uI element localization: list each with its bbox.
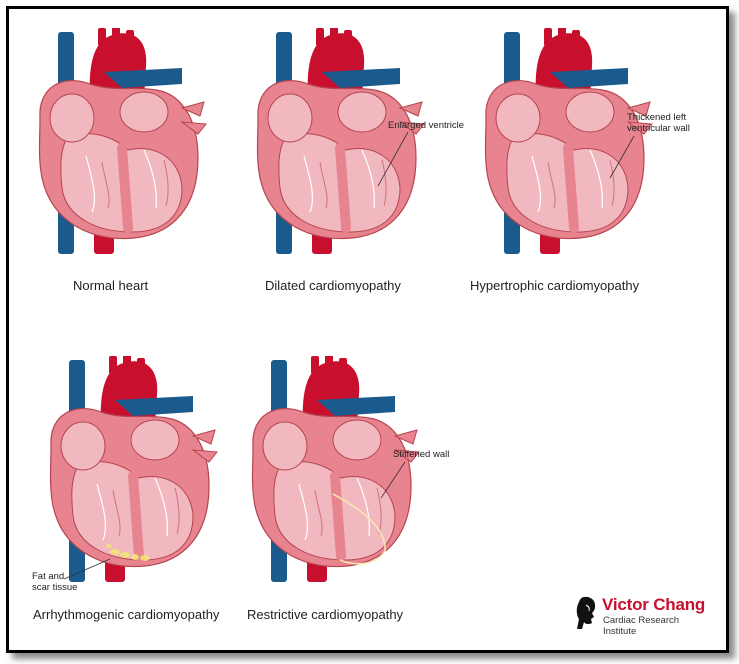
victor-chang-logo: Victor Chang Cardiac Research Institute <box>574 595 714 637</box>
annotation-thickened-line2: ventricular wall <box>627 123 690 134</box>
heart-dilated <box>256 28 425 254</box>
heart-hypertrophic <box>484 28 653 254</box>
heart-arrhythmogenic <box>49 356 218 582</box>
caption-dilated: Dilated cardiomyopathy <box>265 278 401 293</box>
pointer-line-restrictive <box>380 461 406 499</box>
annotation-fat-line2: scar tissue <box>32 582 78 593</box>
pointer-line-hypertrophic <box>609 135 635 179</box>
caption-arrhythmogenic: Arrhythmogenic cardiomyopathy <box>33 607 220 622</box>
annotation-enlarged-ventricle: Enlarged ventricle <box>388 120 465 131</box>
annotation-thickened-wall: Thickened left ventricular wall <box>627 112 690 134</box>
heart-restrictive <box>251 356 420 582</box>
caption-hypertrophic: Hypertrophic cardiomyopathy <box>470 278 640 293</box>
heart-normal <box>38 28 207 254</box>
annotation-stiffened-wall: Stiffened wall <box>393 449 450 460</box>
pointer-line-dilated <box>377 131 409 187</box>
logo-name: Victor Chang <box>602 595 706 614</box>
annotation-fat-scar: Fat and scar tissue <box>32 571 77 593</box>
annotation-thickened-line1: Thickened left <box>627 112 687 123</box>
annotation-fat-line1: Fat and <box>32 571 65 582</box>
logo-subtitle: Cardiac Research Institute <box>603 615 680 637</box>
stiffened-wall-outline <box>332 493 386 565</box>
pointer-line-arrhythmogenic <box>63 558 111 580</box>
victor-chang-portrait-icon <box>576 596 596 629</box>
caption-normal-heart: Normal heart <box>73 278 149 293</box>
caption-restrictive: Restrictive cardiomyopathy <box>247 607 404 622</box>
fat-scar-deposits <box>106 544 150 561</box>
